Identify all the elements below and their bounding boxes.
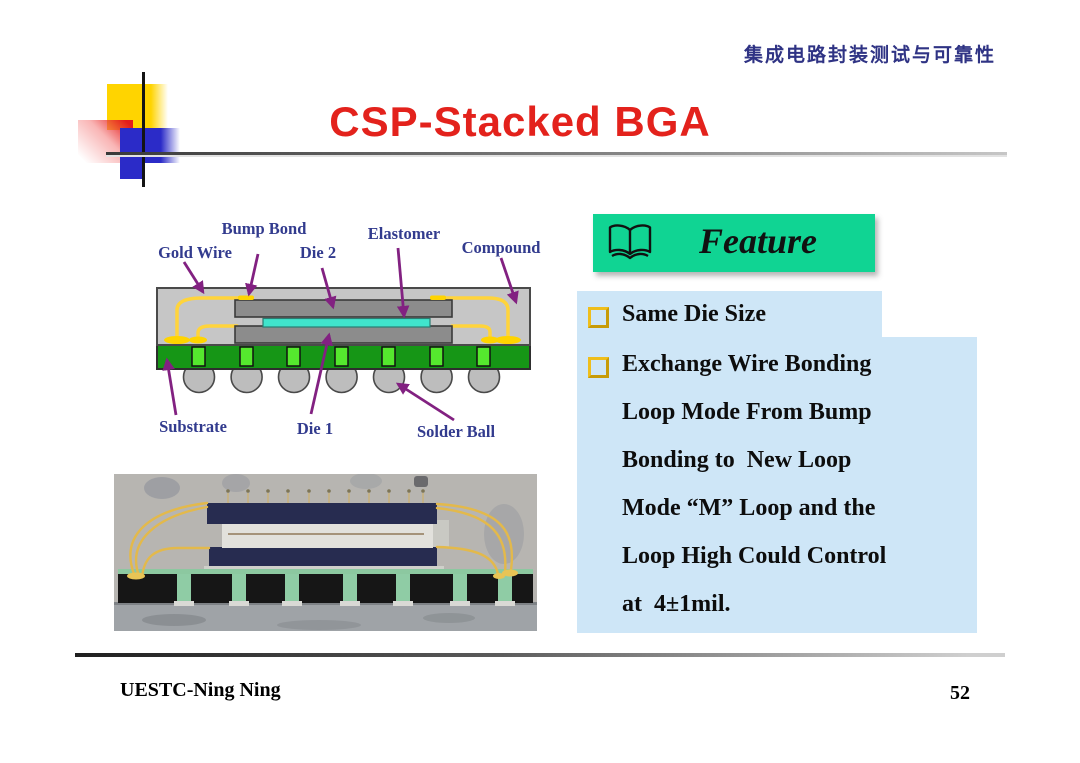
feature-panel-top bbox=[577, 291, 882, 337]
title-underline bbox=[106, 152, 1007, 157]
arrow-compound bbox=[499, 257, 519, 305]
arrow-substrate bbox=[162, 357, 178, 416]
die1-layer bbox=[234, 325, 453, 344]
footer-author: UESTC-Ning Ning bbox=[120, 679, 281, 701]
gold-wires bbox=[175, 296, 510, 340]
feature-item-line: Same Die Size bbox=[622, 301, 766, 327]
feature-panel-bottom bbox=[577, 337, 977, 633]
logo-blue-tab bbox=[120, 163, 143, 179]
label-gold-wire: Gold Wire bbox=[158, 243, 232, 262]
gold-bond-pads bbox=[164, 336, 521, 344]
label-die1: Die 1 bbox=[297, 419, 333, 438]
arrow-gold-wire bbox=[182, 261, 205, 295]
checkbox-bullet-icon bbox=[588, 357, 609, 378]
arrow-bump-bond bbox=[245, 253, 260, 297]
arrow-elastomer bbox=[396, 247, 410, 319]
page-title: CSP-Stacked BGA bbox=[329, 98, 711, 145]
feature-item-line: at 4±1mil. bbox=[622, 591, 731, 617]
arrow-solder-ball bbox=[395, 382, 455, 422]
elastomer-layer bbox=[262, 317, 431, 328]
feature-item-line: Mode “M” Loop and the bbox=[622, 495, 876, 521]
photo-gold-wires bbox=[129, 501, 514, 579]
logo-blue-square bbox=[120, 128, 180, 163]
label-die2: Die 2 bbox=[300, 243, 336, 262]
label-solder-ball: Solder Ball bbox=[417, 422, 496, 441]
stacked-die-photo bbox=[114, 474, 537, 631]
feature-item-line: Exchange Wire Bonding bbox=[622, 351, 872, 377]
stacked-bga-diagram: Bump Bond Gold Wire Die 2 Elastomer Comp… bbox=[156, 219, 541, 441]
label-substrate: Substrate bbox=[159, 417, 227, 436]
photo-wire-stubs bbox=[227, 493, 424, 503]
course-title: 集成电路封装测试与可靠性 bbox=[743, 45, 996, 66]
label-bump-bond: Bump Bond bbox=[222, 219, 307, 238]
footer-divider bbox=[75, 653, 1005, 657]
substrate-pads bbox=[191, 346, 491, 367]
arrow-die1 bbox=[309, 332, 333, 415]
die2-layer bbox=[234, 299, 453, 318]
label-compound: Compound bbox=[462, 238, 541, 257]
bump-bonds bbox=[238, 295, 446, 300]
feature-item-line: Loop Mode From Bump bbox=[622, 399, 872, 425]
feature-item-line: Loop High Could Control bbox=[622, 543, 887, 569]
page-number: 52 bbox=[950, 682, 970, 704]
label-elastomer: Elastomer bbox=[368, 224, 440, 243]
feature-heading: Feature bbox=[699, 221, 818, 261]
feature-heading-bar: Feature bbox=[593, 214, 875, 272]
arrow-die2 bbox=[320, 267, 337, 310]
callout-arrows bbox=[162, 247, 519, 422]
feature-item-line: Bonding to New Loop bbox=[622, 447, 852, 473]
checkbox-bullet-icon bbox=[588, 307, 609, 328]
open-book-icon bbox=[608, 224, 652, 260]
logo-vertical-line bbox=[142, 72, 145, 187]
